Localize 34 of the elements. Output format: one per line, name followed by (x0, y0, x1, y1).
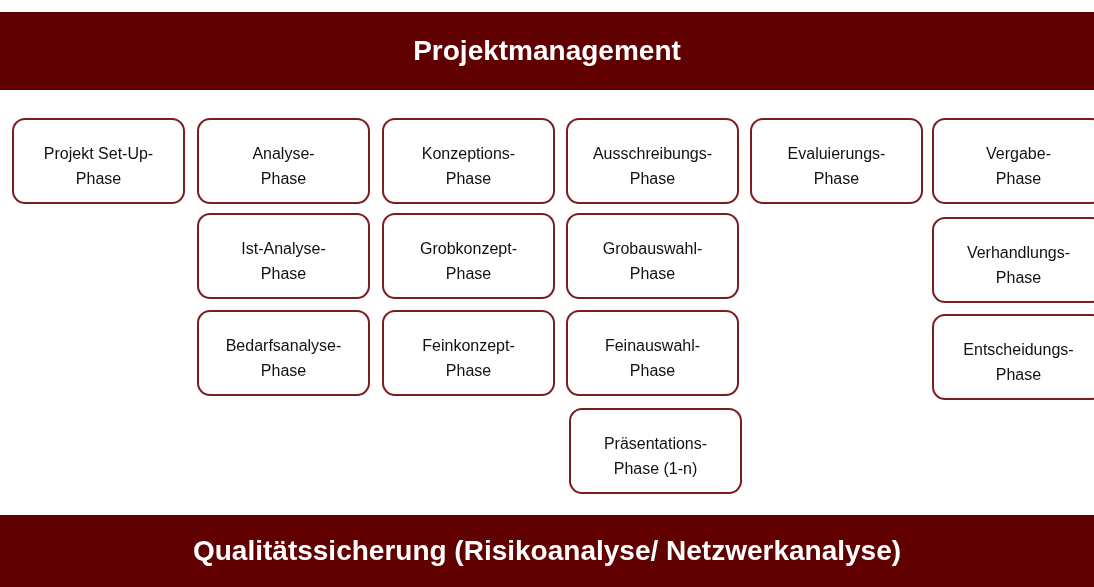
band-title: Projektmanagement (413, 35, 681, 67)
phase-box (932, 314, 1094, 400)
phase-box (382, 310, 555, 396)
phase-label: Analyse- Phase (252, 144, 315, 189)
phase-label: Feinauswahl- Phase (604, 336, 701, 381)
phase-label: Bedarfsanalyse- Phase (225, 336, 342, 381)
phase-label: Projekt Set-Up- Phase (42, 144, 155, 189)
phase-box (197, 118, 370, 204)
phase-label: Feinkonzept- Phase (422, 336, 515, 381)
phase-box (197, 213, 370, 299)
phase-label: Evaluierungs- Phase (787, 144, 886, 189)
phase-label: Präsentations- Phase (1-n) (602, 434, 709, 479)
phase-label: Grobauswahl- Phase (602, 239, 703, 284)
phase-box (382, 213, 555, 299)
phase-label: Konzeptions- Phase (421, 144, 516, 189)
phase-label: Ausschreibungs- Phase (592, 144, 713, 189)
header-band (0, 12, 1094, 90)
header-band (0, 515, 1094, 587)
phase-box (566, 310, 739, 396)
phase-label: Vergabe- Phase (986, 144, 1051, 189)
phase-box (566, 118, 739, 204)
phase-box (12, 118, 185, 204)
phase-box (932, 217, 1094, 303)
phase-box (569, 408, 742, 494)
phase-box (382, 118, 555, 204)
phase-label: Verhandlungs- Phase (966, 243, 1071, 288)
phase-label: Entscheidungs- Phase (963, 340, 1074, 385)
phase-box (932, 118, 1094, 204)
phase-box (566, 213, 739, 299)
phase-label: Grobkonzept- Phase (420, 239, 517, 284)
phase-box (197, 310, 370, 396)
phase-box (750, 118, 923, 204)
phase-label: Ist-Analyse- Phase (240, 239, 327, 284)
band-title: Qualitätssicherung (Risikoanalyse/ Netzwerkanalyse) (192, 535, 902, 567)
